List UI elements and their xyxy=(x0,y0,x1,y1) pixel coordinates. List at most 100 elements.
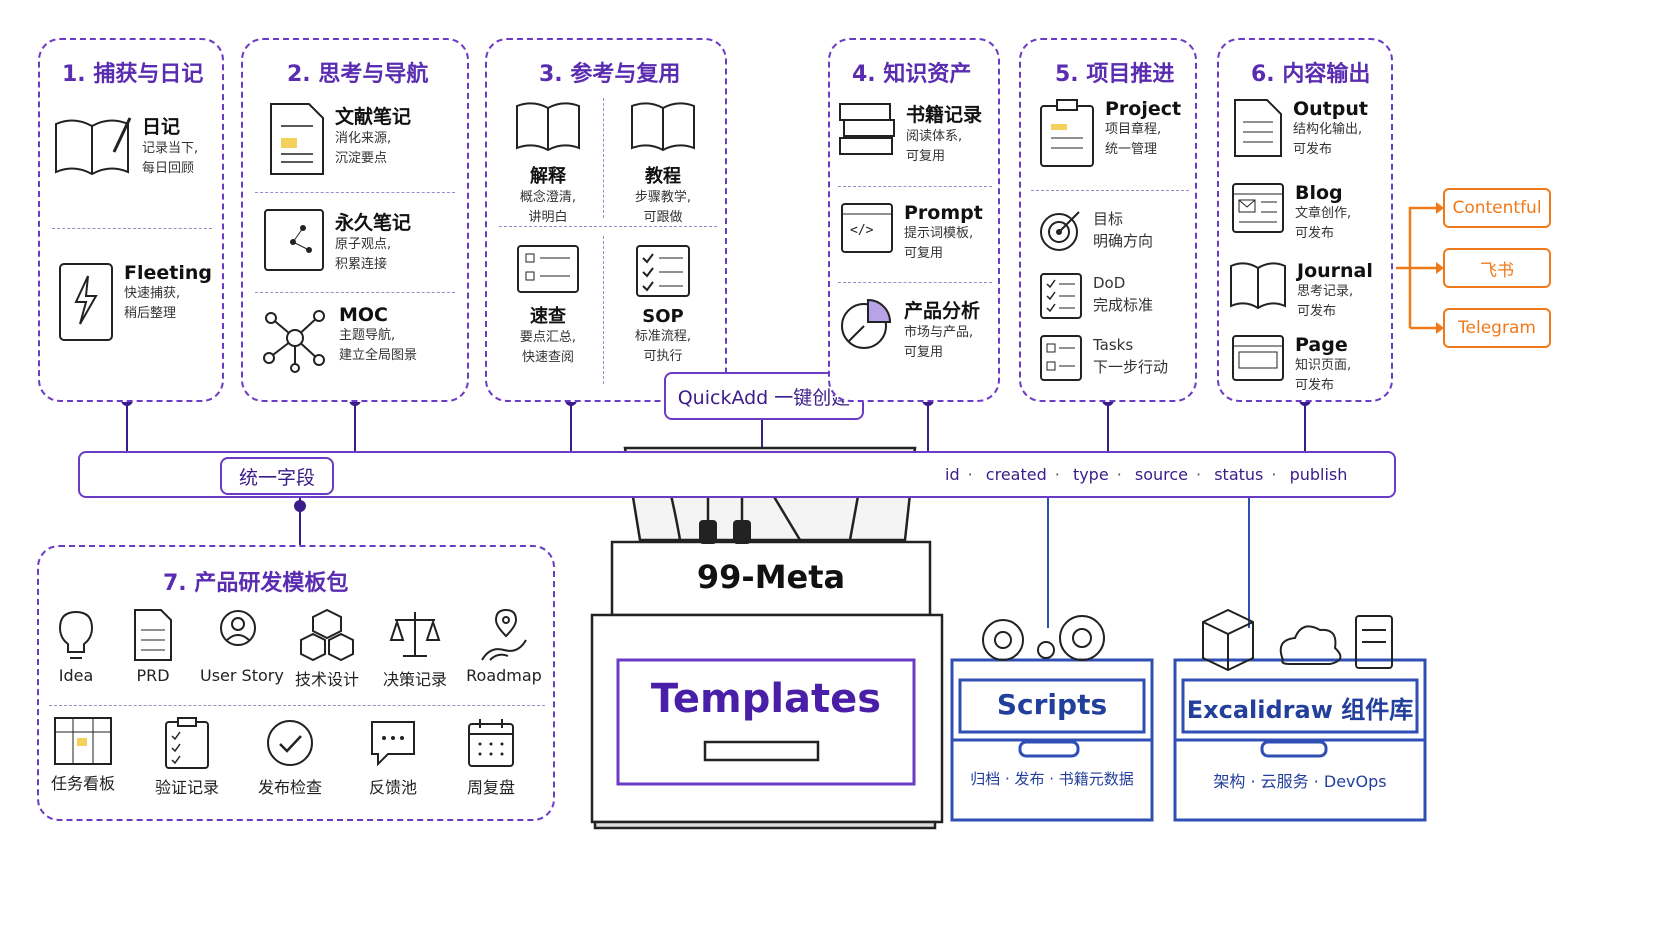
open-book-icon xyxy=(516,102,580,152)
pack-item-prd: PRD xyxy=(128,606,178,685)
item-explain: 解释 概念澄清, 讲明白 xyxy=(499,98,597,228)
item-desc: 可复用 xyxy=(904,345,944,360)
field-created: created xyxy=(985,465,1047,484)
item-goal: 目标 明确方向 xyxy=(1039,208,1153,252)
pack-item-roadmap: Roadmap xyxy=(466,606,542,685)
item-sop: SOP 标准流程, 可执行 xyxy=(609,244,717,367)
pack-item-release-check: 发布检查 xyxy=(254,716,326,798)
pack-item-task-board: 任务看板 xyxy=(48,716,118,794)
divider xyxy=(255,192,455,193)
item-name: 产品分析 xyxy=(904,300,981,322)
item-name: MOC xyxy=(339,304,389,326)
lightning-card-icon xyxy=(59,263,113,341)
item-page: Page 知识页面, 可发布 xyxy=(1231,334,1351,396)
item-dod: DoD 完成标准 xyxy=(1039,272,1153,320)
excalidraw-title: Excalidraw 组件库 xyxy=(1186,696,1414,724)
pack-item-weekly-review: 周复盘 xyxy=(458,716,524,798)
item-name: Output xyxy=(1293,98,1368,120)
task-list-icon xyxy=(1040,335,1082,381)
scripts-cabinet-drawing xyxy=(950,658,1154,822)
item-desc: 可发布 xyxy=(1295,226,1335,241)
item-name: Tasks xyxy=(1093,336,1134,354)
cube-icon xyxy=(1202,608,1254,672)
scripts-title: Scripts xyxy=(996,688,1108,721)
clipboard-icon xyxy=(1040,99,1094,167)
pack-item-decision-record: 决策记录 xyxy=(380,606,450,690)
server-icon xyxy=(1355,615,1393,669)
divider xyxy=(49,705,545,706)
divider xyxy=(838,186,992,187)
item-name: 日记 xyxy=(142,116,181,138)
field-type: type xyxy=(1072,465,1109,484)
item-tasks: Tasks 下一步行动 xyxy=(1039,334,1168,382)
document-icon xyxy=(134,609,172,661)
pack-item-label: 决策记录 xyxy=(382,670,447,689)
item-permanent-note: 永久笔记 原子观点, 积累连接 xyxy=(263,208,411,275)
item-desc: 项目章程, xyxy=(1105,122,1162,137)
network-card-icon xyxy=(264,209,324,271)
item-desc: 概念澄清, xyxy=(519,190,577,205)
item-output: Output 结构化输出, 可发布 xyxy=(1233,98,1368,160)
publish-target-telegram: Telegram xyxy=(1443,308,1551,348)
item-desc: 提示词模板, xyxy=(904,226,974,241)
item-name: 速查 xyxy=(530,306,566,327)
item-desc: 文章创作, xyxy=(1295,206,1352,221)
svg-text:</>: </> xyxy=(850,223,874,238)
item-desc: 完成标准 xyxy=(1093,296,1154,314)
item-desc: 步骤教学, xyxy=(634,190,692,205)
item-blog: Blog 文章创作, 可发布 xyxy=(1231,182,1351,244)
pie-chart-icon xyxy=(841,298,892,349)
publish-target-feishu: 飞书 xyxy=(1443,248,1551,288)
check-circle-icon xyxy=(267,720,313,766)
section-capture: 1. 捕获与日记 日记 记录当下, 每日回顾 Fleeting 快速捕获, 稍后… xyxy=(38,38,224,402)
section-project: 5. 项目推进 Project 项目章程, 统一管理 目标 明确方向 xyxy=(1019,38,1197,402)
publish-target-contentful: Contentful xyxy=(1443,188,1551,228)
item-desc: 主题导航, xyxy=(339,328,396,343)
target-icon xyxy=(1040,211,1080,251)
item-desc: 消化来源, xyxy=(335,131,392,146)
item-desc: 稍后整理 xyxy=(124,306,177,321)
code-window-icon: </> xyxy=(841,203,893,253)
item-moc: MOC 主题导航, 建立全局图景 xyxy=(261,304,417,374)
item-desc: 快速捕获, xyxy=(124,286,181,301)
field-source: source xyxy=(1134,465,1189,484)
pack-item-label: 反馈池 xyxy=(368,778,417,797)
excalidraw-cabinet-drawing xyxy=(1173,658,1427,822)
item-desc: 标准流程, xyxy=(634,329,692,344)
divider xyxy=(255,292,455,293)
divider xyxy=(1031,190,1189,191)
item-name: Page xyxy=(1295,334,1348,356)
pack-item-validation-record: 验证记录 xyxy=(152,716,222,798)
lightbulb-icon xyxy=(58,610,94,659)
item-name: 目标 xyxy=(1093,210,1124,228)
section-product-pack: 7. 产品研发模板包 xyxy=(37,545,555,821)
item-desc: 记录当下, xyxy=(142,141,199,156)
list-card-icon xyxy=(517,245,579,293)
document-highlight-icon xyxy=(270,103,324,175)
pack-item-label: 周复盘 xyxy=(466,778,515,797)
document-icon xyxy=(1234,99,1282,157)
open-book-icon xyxy=(1230,262,1286,310)
field-status: status xyxy=(1214,465,1264,484)
item-desc: 明确方向 xyxy=(1093,232,1154,250)
item-name: 文献笔记 xyxy=(335,106,412,128)
item-desc: 可复用 xyxy=(904,246,944,261)
item-desc: 可发布 xyxy=(1293,142,1333,157)
field-publish: publish xyxy=(1289,465,1348,484)
toolbox-drawing xyxy=(590,446,944,830)
section-output: 6. 内容输出 Output 结构化输出, 可发布 Blog 文章创作, 可发布 xyxy=(1217,38,1393,402)
section-knowledge: 4. 知识资产 书籍记录 阅读体系, 可复用 </> Prompt 提示词模板,… xyxy=(828,38,1000,402)
pack-item-feedback-pool: 反馈池 xyxy=(360,716,426,798)
pack-item-label: Idea xyxy=(58,666,94,685)
checklist-icon xyxy=(636,245,690,297)
pack-item-tech-design: 技术设计 xyxy=(292,606,362,690)
section-title: 7. 产品研发模板包 xyxy=(163,571,349,596)
quickadd-label: QuickAdd 一键创建 xyxy=(664,372,864,420)
mail-window-icon xyxy=(1232,183,1284,233)
item-desc: 可跟做 xyxy=(643,210,683,225)
open-book-icon xyxy=(631,102,695,152)
item-desc: 结构化输出, xyxy=(1293,122,1363,137)
item-name: 教程 xyxy=(645,166,681,187)
item-desc: 统一管理 xyxy=(1105,142,1158,157)
section-title: 1. 捕获与日记 xyxy=(62,62,204,87)
